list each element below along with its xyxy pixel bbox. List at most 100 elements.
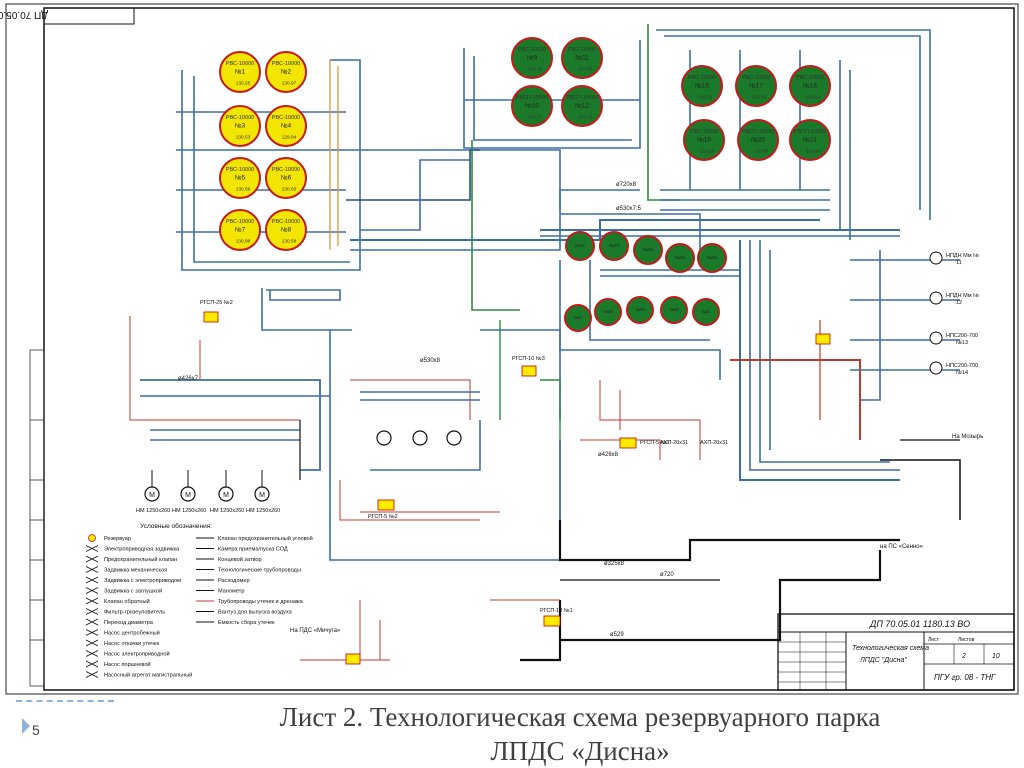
tank-circle xyxy=(219,157,261,199)
pump-label: НМ 1250х260 xyxy=(210,508,244,514)
pipe-line xyxy=(350,189,640,251)
pipe-line xyxy=(266,289,341,301)
slide-arrow-icon xyxy=(22,718,30,734)
tank-circle xyxy=(633,235,663,265)
legend-symbol-icon xyxy=(85,660,99,668)
tank-elevation: 130.98 xyxy=(236,238,251,244)
legend: Условные обозначения: РезервуарЭлектропр… xyxy=(85,522,313,679)
tank-type: РВС-10000 xyxy=(272,61,301,67)
tank-number: №24 xyxy=(643,247,653,252)
legend-entry: Камера приема/пуска СОД xyxy=(218,547,288,553)
pipe-line xyxy=(329,330,560,561)
legend-symbol-icon xyxy=(85,650,99,657)
pipe-line xyxy=(129,316,300,421)
tank-number: №3 xyxy=(235,123,246,130)
tank-number: №21 xyxy=(803,137,817,144)
tank-elevation: 129.64 xyxy=(806,94,821,100)
tank-circle xyxy=(219,51,261,93)
device-label: РГСП-5 №2 xyxy=(368,514,398,520)
tank-number: №30 xyxy=(669,307,679,312)
left-margin-strips xyxy=(29,349,45,687)
pipe-label: ø720 xyxy=(660,572,674,578)
legend-entry: Клапан обратный xyxy=(104,598,150,605)
tank-elevation: 133.30 xyxy=(528,66,543,72)
slide-caption-line2: ЛПДС «Дисна» xyxy=(490,736,670,766)
pipe-line xyxy=(140,379,321,471)
outlet: НПДН Мм №12 xyxy=(929,291,979,306)
tank: №23 xyxy=(599,231,629,261)
tank-type: РВС-10000 xyxy=(226,115,255,121)
legend-symbol-icon xyxy=(85,618,99,626)
title-block xyxy=(777,613,1015,691)
pipe-line xyxy=(261,288,352,331)
tanks-layer: РВС-10000№1130.25РВС-10000№2130.97РВС-10… xyxy=(219,37,831,332)
pump-motor-letter: M xyxy=(149,492,155,499)
legend-entry: Электроприводная задвижка xyxy=(104,547,180,553)
tank: №31 xyxy=(692,298,720,326)
tank: №29 xyxy=(626,296,654,324)
tank-elevation: 130.53 xyxy=(236,134,251,140)
title-block-sheet-label: Лист xyxy=(928,637,940,643)
legend-symbol-icon xyxy=(85,555,99,563)
pipe-line xyxy=(558,520,900,562)
tank-circle xyxy=(511,85,553,127)
tank-type: РВС-10000 xyxy=(272,167,301,173)
pipe-line xyxy=(739,240,900,481)
legend-symbol-icon xyxy=(85,587,99,594)
tank-number: №18 xyxy=(803,83,817,90)
tank-elevation: 130.25 xyxy=(236,80,251,86)
tank: №30 xyxy=(660,296,688,324)
pipe-line xyxy=(560,213,701,250)
tank-circle xyxy=(561,85,603,127)
legend-entry: Клапан предохранительный угловой xyxy=(218,535,313,542)
legend-entry: Задвижка с заглушкой xyxy=(104,588,162,595)
tank-circle xyxy=(564,304,592,332)
tank-circle xyxy=(735,65,777,107)
pipe-label: ø529 xyxy=(610,632,624,638)
pipe-line xyxy=(350,379,471,420)
rotated-stamp-text: ДП 70.05.01 1180.13 ВО xyxy=(0,9,48,20)
tank-elevation: 130.50 xyxy=(282,186,297,192)
tank-circle xyxy=(265,209,307,251)
tank-type: РВС-10000 xyxy=(690,129,719,135)
tank: №28 xyxy=(594,298,622,326)
outlet-label: НПДН Мм № xyxy=(946,293,979,299)
pipe-line xyxy=(860,250,881,401)
tank-elevation: 129.84 xyxy=(282,134,297,140)
legend-entry: Насос поршневой xyxy=(104,661,151,668)
note-to-senno: на ПС «Сенно» xyxy=(880,544,924,550)
legend-entry: Насос центробежный xyxy=(104,630,160,637)
legend-entry: Задвижка механическая xyxy=(104,568,167,574)
device-label: РГСП-5 №1 xyxy=(640,440,670,446)
tank-type: РВСП-10000 xyxy=(566,95,598,101)
tank-circle xyxy=(265,105,307,147)
tank-elevation: 130.58 xyxy=(282,238,297,244)
tank-circle xyxy=(681,65,723,107)
tank: №25 xyxy=(665,243,695,273)
tank-circle xyxy=(219,209,261,251)
tank-number: №23 xyxy=(609,243,619,248)
tank-circle xyxy=(594,298,622,326)
outlet-label: НПС200-700 xyxy=(946,333,978,339)
tank-number: №1 xyxy=(235,69,246,76)
legend-symbol-icon xyxy=(85,639,99,647)
outlet-pump-icon xyxy=(929,291,943,305)
tank-circle xyxy=(265,51,307,93)
centrifugal-pump-icon xyxy=(412,430,428,446)
tank-elevation: 130.56 xyxy=(236,186,251,192)
pipe-line xyxy=(880,459,961,520)
note-to-michuga: На ПДС «Мичуга» xyxy=(290,628,341,634)
pipe-line xyxy=(339,480,480,521)
outlet-pump-icon xyxy=(929,361,943,375)
pump: MНМ 1250х260 xyxy=(246,470,280,514)
